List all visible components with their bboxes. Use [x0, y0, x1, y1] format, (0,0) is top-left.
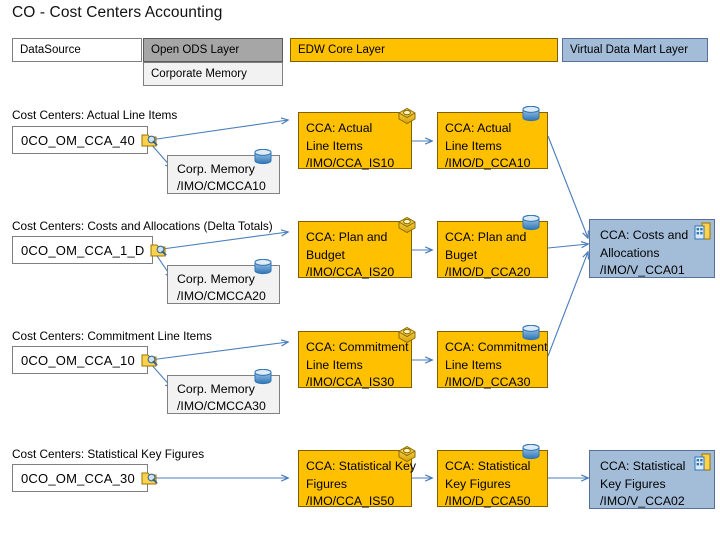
- database-cylinder-icon: [521, 443, 541, 466]
- composite-provider-icon: [694, 453, 711, 477]
- transformation-line2: Figures: [306, 476, 348, 491]
- row-caption: Cost Centers: Actual Line Items: [12, 108, 178, 122]
- transformation-line2: Line Items: [306, 138, 363, 153]
- composite-line2: Allocations: [600, 245, 660, 260]
- dso-box[interactable]: CCA: Actual Line Items /IMO/D_CCA10: [437, 105, 548, 170]
- corporate-memory-box[interactable]: Corp. Memory /IMO/CMCCA10: [167, 148, 280, 194]
- database-cylinder-icon: [521, 214, 541, 237]
- row-caption: Cost Centers: Commitment Line Items: [12, 329, 212, 343]
- dso-line3: /IMO/D_CCA10: [445, 156, 531, 170]
- legend-open-ods-layer: Open ODS Layer: [143, 38, 283, 62]
- corporate-memory-box[interactable]: Corp. Memory /IMO/CMCCA20: [167, 258, 280, 304]
- dso-line2: Line Items: [445, 138, 502, 153]
- dso-line3: /IMO/D_CCA20: [445, 265, 531, 279]
- dso-line2: Key Figures: [445, 476, 511, 491]
- transformation-line3: /IMO/CCA_IS30: [306, 375, 395, 389]
- datasource-box[interactable]: 0CO_OM_CCA_40: [12, 126, 158, 154]
- transformation-line1: CCA: Actual: [306, 121, 373, 135]
- dso-box[interactable]: CCA: Commitment Line Items /IMO/D_CCA30: [437, 324, 548, 389]
- corporate-memory-line1: Corp. Memory: [177, 382, 255, 396]
- transformation-box[interactable]: CCA: Statistical Key Figures /IMO/CCA_IS…: [298, 445, 417, 508]
- datasource-label: 0CO_OM_CCA_1_D: [21, 242, 145, 258]
- row-caption: Cost Centers: Statistical Key Figures: [12, 447, 205, 461]
- dso-line2: Buget: [445, 247, 478, 262]
- corporate-memory-line1: Corp. Memory: [177, 272, 255, 286]
- legend-datasource: DataSource: [12, 38, 142, 62]
- database-cylinder-icon: [253, 368, 273, 390]
- corporate-memory-line2: /IMO/CMCCA30: [177, 399, 266, 413]
- transformation-package-icon: [396, 443, 418, 469]
- datasource-box[interactable]: 0CO_OM_CCA_30: [12, 464, 158, 492]
- transformation-package-icon: [396, 105, 418, 131]
- transformation-line3: /IMO/CCA_IS10: [306, 156, 395, 170]
- transformation-box[interactable]: CCA: Plan and Budget /IMO/CCA_IS20: [298, 216, 416, 279]
- dso-box[interactable]: CCA: Statistical Key Figures /IMO/D_CCA5…: [437, 443, 548, 508]
- transformation-line1: CCA: Statistical Key: [306, 459, 417, 473]
- composite-line1: CCA: Costs and: [600, 228, 689, 242]
- composite-line3: /IMO/V_CCA02: [600, 494, 685, 508]
- legend-corporate-memory-label: Corporate Memory: [151, 67, 247, 80]
- database-cylinder-icon: [253, 258, 273, 280]
- composite-line2: Key Figures: [600, 476, 666, 491]
- transformation-box[interactable]: CCA: Actual Line Items /IMO/CCA_IS10: [298, 107, 416, 170]
- datasource-label: 0CO_OM_CCA_40: [21, 132, 135, 148]
- composite-line1: CCA: Statistical: [600, 459, 686, 473]
- legend-datasource-label: DataSource: [20, 43, 81, 56]
- datasource-label: 0CO_OM_CCA_30: [21, 470, 135, 486]
- page-title: CO - Cost Centers Accounting: [12, 4, 223, 21]
- transformation-line1: CCA: Plan and: [306, 230, 388, 244]
- dso-line1: CCA: Commitment: [445, 340, 548, 354]
- datasource-box[interactable]: 0CO_OM_CCA_1_D: [12, 236, 167, 264]
- transformation-line3: /IMO/CCA_IS20: [306, 265, 395, 279]
- database-cylinder-icon: [521, 105, 541, 128]
- transformation-box[interactable]: CCA: Commitment Line Items /IMO/CCA_IS30: [298, 326, 416, 389]
- database-cylinder-icon: [253, 148, 273, 170]
- database-cylinder-icon: [521, 324, 541, 347]
- legend-corporate-memory: Corporate Memory: [143, 62, 283, 86]
- datasource-box[interactable]: 0CO_OM_CCA_10: [12, 346, 158, 374]
- legend-open-ods-layer-label: Open ODS Layer: [151, 43, 240, 56]
- legend-virtual-data-mart-layer: Virtual Data Mart Layer: [562, 38, 708, 62]
- datasource-plug-icon: [141, 470, 158, 486]
- corporate-memory-line2: /IMO/CMCCA20: [177, 289, 266, 303]
- row-caption: Cost Centers: Costs and Allocations (Del…: [12, 219, 273, 233]
- transformation-line1: CCA: Commitment: [306, 340, 409, 354]
- composite-provider-icon: [694, 222, 711, 246]
- dso-line3: /IMO/D_CCA50: [445, 494, 531, 508]
- corporate-memory-box[interactable]: Corp. Memory /IMO/CMCCA30: [167, 368, 280, 414]
- corporate-memory-line1: Corp. Memory: [177, 162, 255, 176]
- datasource-plug-icon: [141, 132, 158, 148]
- dso-box[interactable]: CCA: Plan and Buget /IMO/D_CCA20: [437, 214, 548, 279]
- transformation-package-icon: [396, 324, 418, 350]
- composite-provider-box-statistical-key-figures[interactable]: CCA: Statistical Key Figures /IMO/V_CCA0…: [589, 450, 715, 509]
- transformation-line2: Budget: [306, 247, 345, 262]
- legend-edw-core-layer-label: EDW Core Layer: [298, 43, 385, 56]
- composite-line3: /IMO/V_CCA01: [600, 263, 685, 277]
- datasource-plug-icon: [141, 352, 158, 368]
- transformation-line2: Line Items: [306, 357, 363, 372]
- datasource-plug-icon: [150, 242, 167, 258]
- dso-line2: Line Items: [445, 357, 502, 372]
- dso-line3: /IMO/D_CCA30: [445, 375, 531, 389]
- dso-line1: CCA: Statistical: [445, 459, 531, 473]
- transformation-line3: /IMO/CCA_IS50: [306, 494, 395, 508]
- legend-edw-core-layer: EDW Core Layer: [290, 38, 558, 62]
- dso-line1: CCA: Plan and: [445, 230, 527, 244]
- dso-line1: CCA: Actual: [445, 121, 512, 135]
- legend-virtual-data-mart-layer-label: Virtual Data Mart Layer: [570, 43, 689, 56]
- transformation-package-icon: [396, 214, 418, 240]
- corporate-memory-line2: /IMO/CMCCA10: [177, 179, 266, 193]
- composite-provider-box-costs-and-allocations[interactable]: CCA: Costs and Allocations /IMO/V_CCA01: [589, 219, 715, 278]
- datasource-label: 0CO_OM_CCA_10: [21, 352, 135, 368]
